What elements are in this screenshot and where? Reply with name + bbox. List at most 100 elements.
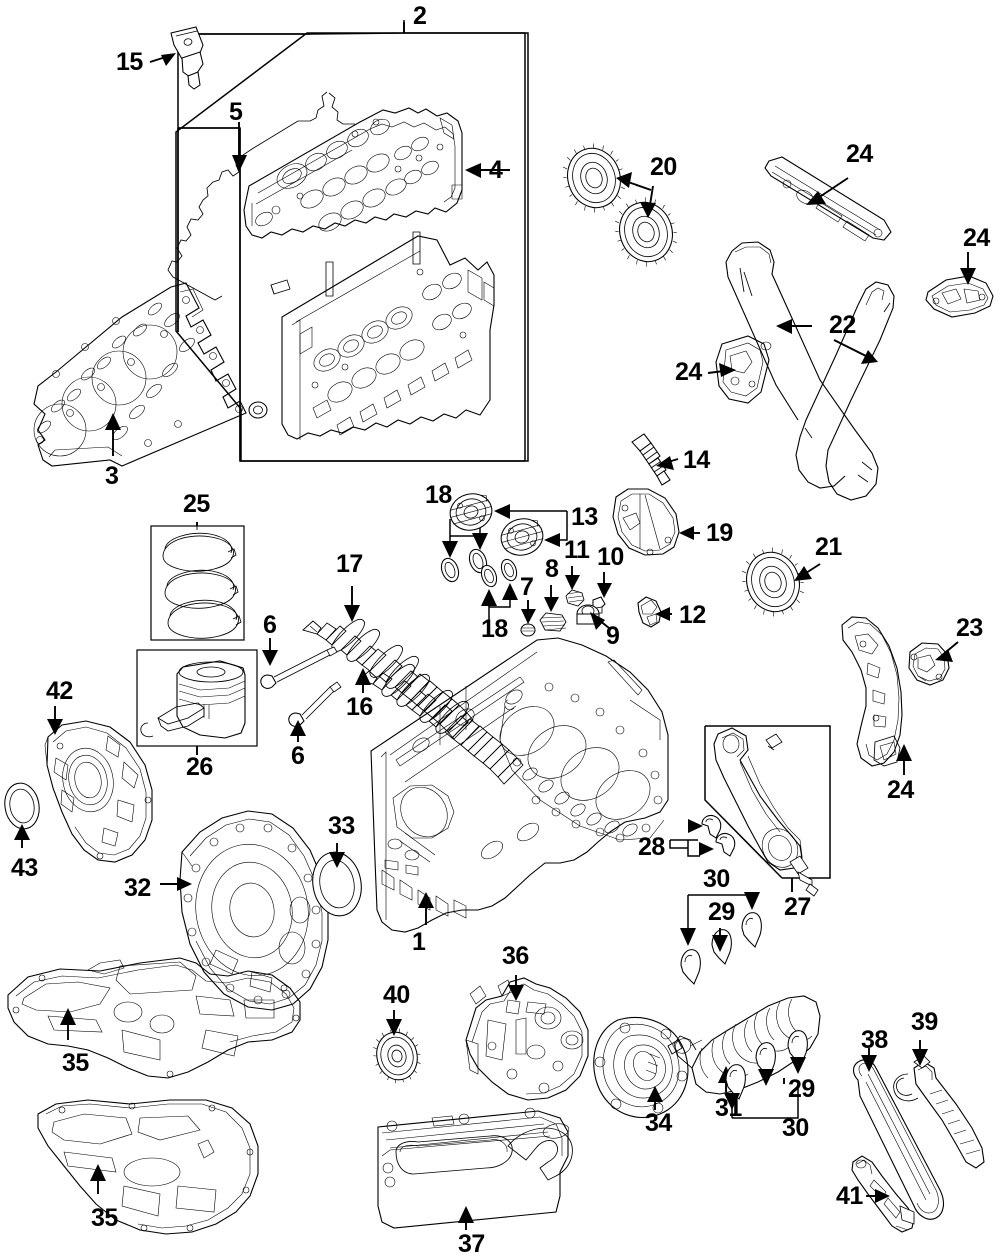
callout-6b: 6 bbox=[291, 742, 305, 770]
callout-25: 25 bbox=[183, 490, 210, 518]
callout-19: 19 bbox=[706, 519, 733, 547]
callout-14: 14 bbox=[683, 446, 710, 474]
part-28-rod-bearings bbox=[701, 814, 736, 857]
callout-43: 43 bbox=[11, 854, 38, 882]
callout-5: 5 bbox=[229, 98, 243, 126]
callout-15: 15 bbox=[116, 48, 143, 76]
leader-22b bbox=[833, 339, 867, 357]
arrow-11 bbox=[565, 575, 580, 590]
part-35-oil-pan-lower bbox=[37, 1099, 259, 1235]
part-6-exhaust-valve bbox=[288, 681, 342, 727]
dowel-pins bbox=[325, 231, 421, 297]
part-42-front-cover bbox=[44, 720, 153, 863]
arrow-32 bbox=[177, 877, 192, 891]
arrow-35b bbox=[90, 1164, 106, 1181]
arrow-16 bbox=[355, 668, 371, 685]
arrow-6b bbox=[290, 720, 306, 736]
callout-16: 16 bbox=[346, 693, 373, 721]
arrow-42 bbox=[47, 719, 63, 735]
part-24b-chain-guide-right bbox=[925, 275, 994, 318]
part-plate-small bbox=[270, 279, 291, 295]
callout-32: 32 bbox=[124, 874, 151, 902]
part-8-valve-spring bbox=[539, 612, 567, 632]
arrow-41 bbox=[875, 1189, 890, 1203]
leader-20a bbox=[627, 181, 652, 191]
arrow-18a bbox=[442, 541, 458, 558]
part-3-head-gasket bbox=[33, 282, 247, 467]
callout-13: 13 bbox=[571, 503, 598, 531]
part-19-timing-cover-plate bbox=[612, 488, 680, 556]
leader-21 bbox=[805, 563, 821, 574]
callout-3: 3 bbox=[105, 462, 119, 490]
part-10-valve-keeper bbox=[592, 596, 606, 614]
part-23-tensioner-bracket bbox=[908, 642, 950, 686]
arrow-8 bbox=[544, 597, 559, 612]
part-34-crank-pulley bbox=[593, 1017, 689, 1118]
callout-11: 11 bbox=[564, 536, 590, 564]
arrow-7 bbox=[521, 609, 536, 624]
arrow-24b bbox=[960, 268, 976, 285]
callout-40: 40 bbox=[383, 981, 410, 1009]
part-24-chain-guide-upper bbox=[764, 156, 892, 242]
assembly-bracket-2 bbox=[177, 20, 529, 462]
arrow-24d bbox=[896, 744, 912, 761]
callout-20: 20 bbox=[650, 153, 677, 181]
part-1-cylinder-block bbox=[370, 637, 669, 933]
callout-26: 26 bbox=[186, 753, 213, 781]
callout-35a: 35 bbox=[62, 1049, 89, 1077]
part-40-oil-pump-sprocket bbox=[373, 1028, 421, 1084]
callout-4: 4 bbox=[489, 156, 503, 184]
callout-42: 42 bbox=[46, 677, 73, 705]
arrow-12 bbox=[655, 607, 670, 621]
callout-39: 39 bbox=[911, 1008, 938, 1036]
part-13-cam-adjusters bbox=[449, 493, 544, 556]
part-cylinder-head bbox=[281, 235, 495, 440]
callout-37: 37 bbox=[458, 1230, 485, 1258]
arrow-36 bbox=[508, 985, 524, 1001]
washer-part bbox=[248, 401, 268, 419]
callout-1: 1 bbox=[412, 928, 426, 956]
part-43-front-seal bbox=[4, 782, 40, 830]
part-4-valve-cover bbox=[243, 107, 463, 239]
arrow-18c bbox=[481, 589, 497, 606]
arrow-13b bbox=[544, 533, 560, 547]
callout-6a: 6 bbox=[263, 611, 277, 639]
callout-31: 31 bbox=[715, 1094, 742, 1122]
callout-24b: 24 bbox=[963, 224, 990, 252]
callout-29b: 29 bbox=[788, 1075, 815, 1103]
arrow-28a bbox=[688, 819, 703, 833]
callout-24c: 24 bbox=[675, 358, 702, 386]
part-18-seals-upper bbox=[440, 548, 488, 583]
part-12-rocker-arm bbox=[637, 596, 662, 628]
arrow-18b bbox=[472, 533, 488, 550]
arrow-23 bbox=[935, 649, 953, 662]
callout-18b: 18 bbox=[481, 615, 508, 643]
part-27-box bbox=[704, 725, 831, 879]
part-39-chain-tensioner bbox=[893, 1055, 985, 1169]
callout-30b: 30 bbox=[782, 1114, 809, 1142]
arrow-18d bbox=[502, 583, 518, 600]
arrow-29c bbox=[758, 1069, 774, 1086]
arrow-17 bbox=[344, 605, 360, 622]
part-7-spring-seat bbox=[520, 623, 536, 637]
arrow-37 bbox=[458, 1206, 474, 1223]
callout-41: 41 bbox=[836, 1182, 863, 1210]
arrow-38 bbox=[861, 1055, 877, 1072]
callout-17: 17 bbox=[336, 550, 363, 578]
arrow-29a bbox=[712, 935, 728, 952]
arrow-20b bbox=[640, 202, 656, 218]
arrow-35a bbox=[60, 1008, 76, 1025]
arrow-22b bbox=[861, 350, 878, 364]
part-21-crank-sprocket bbox=[741, 547, 805, 617]
part-38-balance-chain bbox=[852, 1059, 945, 1220]
callout-29a: 29 bbox=[708, 898, 735, 926]
part-36-oil-pump bbox=[465, 977, 589, 1101]
callout-34: 34 bbox=[645, 1109, 672, 1137]
part-24c-chain-guide-left bbox=[715, 335, 772, 404]
arrow-1 bbox=[418, 892, 434, 908]
callout-28: 28 bbox=[638, 833, 665, 861]
arrow-20a bbox=[616, 172, 632, 188]
callout-12: 12 bbox=[679, 601, 706, 629]
arrow-19 bbox=[679, 526, 694, 540]
part-41-chain-guide-balance bbox=[851, 1155, 915, 1233]
